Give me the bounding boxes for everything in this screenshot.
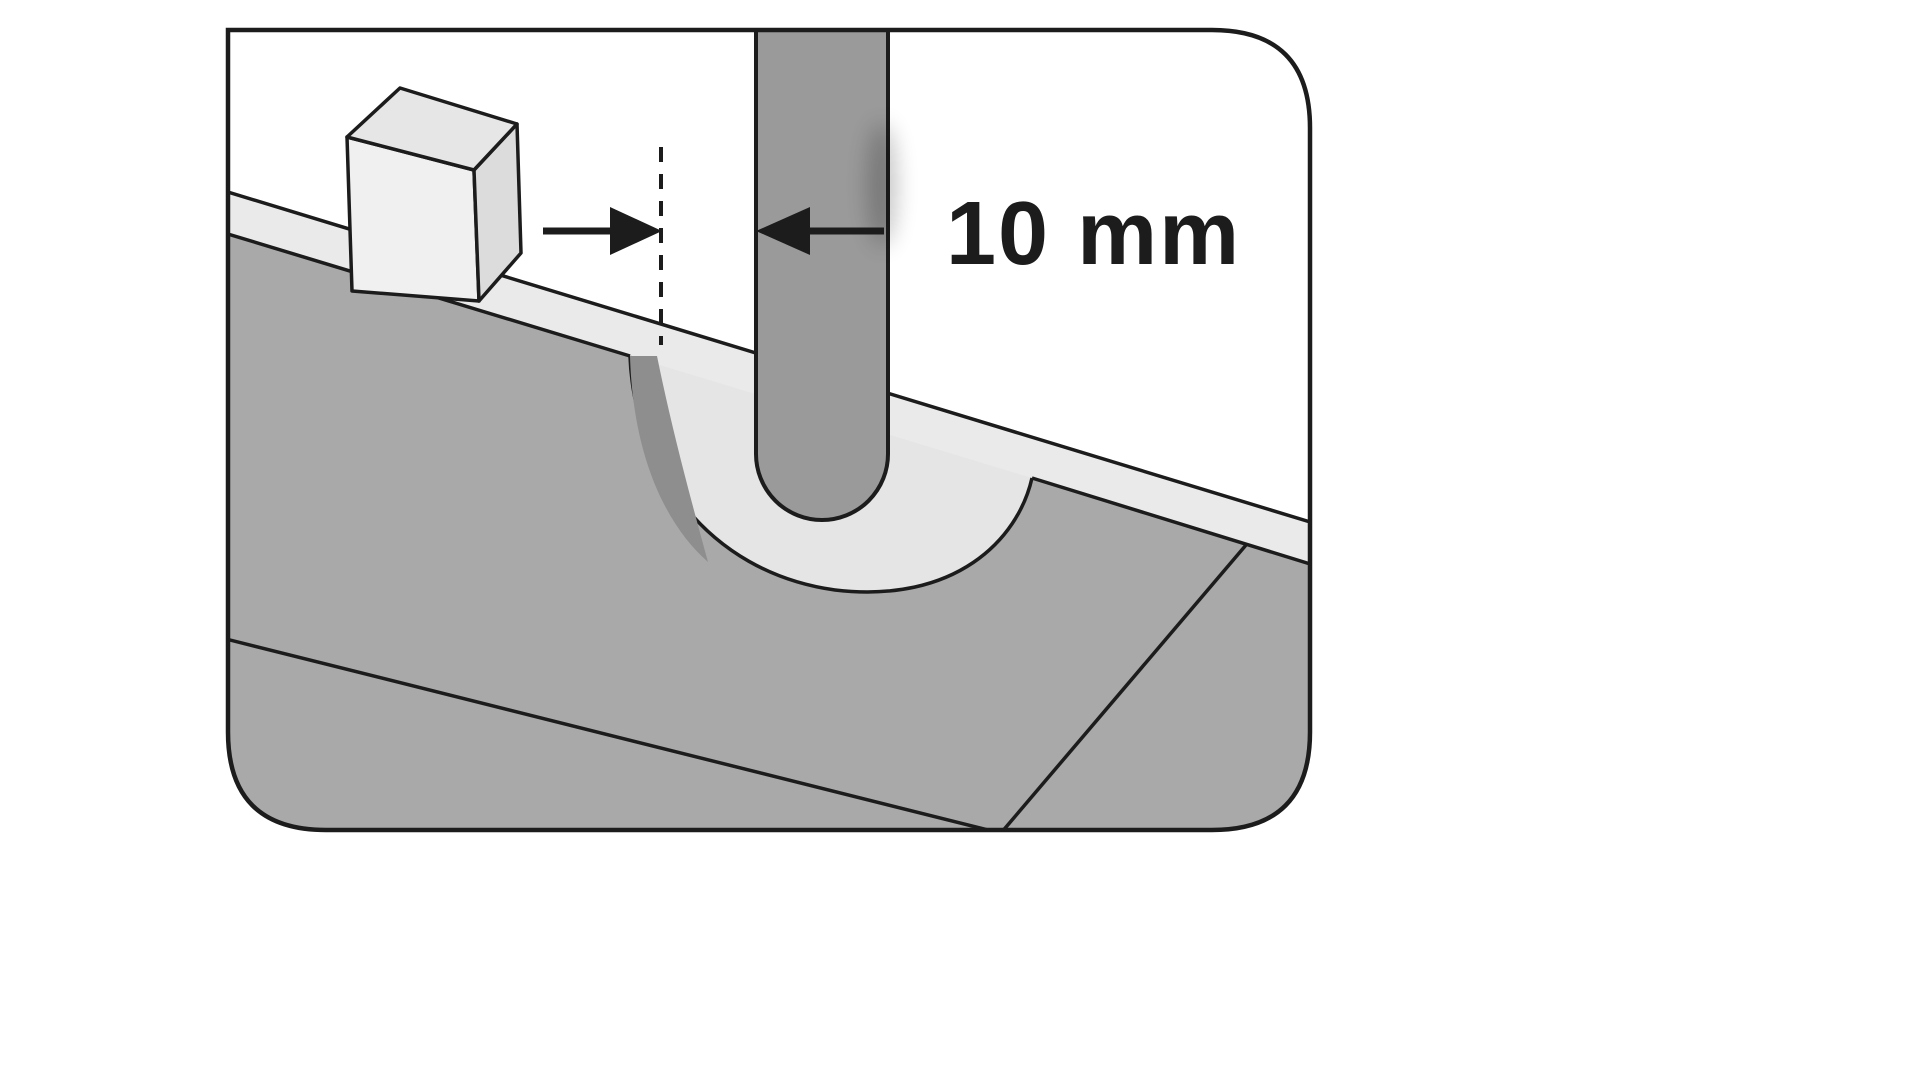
dimension-arrow-left <box>543 207 662 255</box>
panel-fold-line-left <box>228 635 1021 830</box>
dimension-arrowhead-left-pointing <box>756 207 810 255</box>
dimension-label: 10 mm <box>946 184 1241 284</box>
notch-inner-wall <box>630 356 708 562</box>
rod <box>754 30 890 522</box>
diagram-frame <box>225 27 1313 833</box>
rod-shading <box>867 123 897 247</box>
panel-bottom-edge-right <box>1031 476 1310 569</box>
dimension-arrow-right <box>756 207 884 255</box>
block-top-face <box>345 86 519 172</box>
panel-fold-line-right <box>993 543 1248 830</box>
dimension-arrowhead-right-pointing <box>610 207 662 255</box>
block <box>345 86 523 303</box>
